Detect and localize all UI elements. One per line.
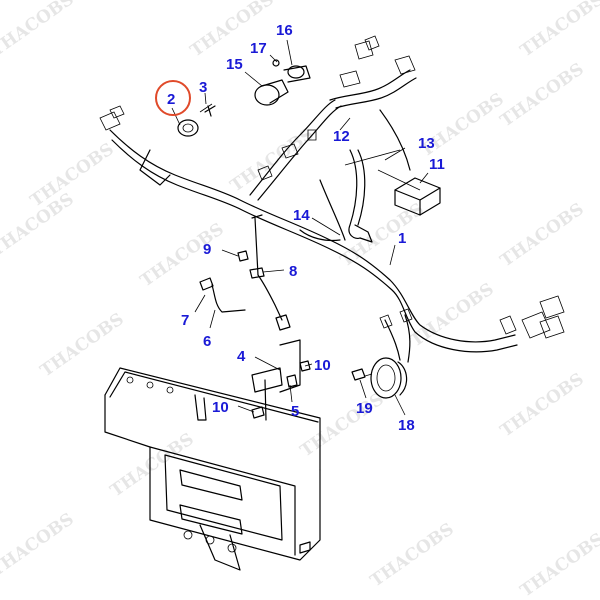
callout-5: 5 <box>291 403 299 420</box>
watermark: THACOBS <box>107 429 198 501</box>
callout-11: 11 <box>429 156 445 173</box>
callout-12: 12 <box>333 128 350 145</box>
watermark: THACOBS <box>517 529 600 600</box>
upper-components <box>177 59 311 137</box>
callout-8: 8 <box>289 263 297 280</box>
main-harness <box>99 35 565 363</box>
callout-1: 1 <box>398 230 406 247</box>
callout-4: 4 <box>237 348 246 365</box>
callout-10: 10 <box>314 357 331 374</box>
watermark: THACOBS <box>227 124 318 196</box>
callout-13: 13 <box>418 135 435 152</box>
watermark: THACOBS <box>367 519 458 591</box>
watermark: THACOBS <box>37 309 128 381</box>
watermark: THACOBS <box>497 199 588 271</box>
mounting-panel <box>104 367 321 571</box>
watermark: THACOBS <box>407 279 498 351</box>
callout-9: 9 <box>203 241 211 258</box>
leader-lines <box>171 39 429 416</box>
horn-assembly <box>351 357 408 399</box>
callout-17: 17 <box>250 40 267 57</box>
callout-6: 6 <box>203 333 211 350</box>
callout-7: 7 <box>181 312 189 329</box>
watermark: THACOBS <box>517 0 600 61</box>
callout-10: 10 <box>212 399 229 416</box>
watermark: THACOBS <box>497 369 588 441</box>
mounting-brackets <box>199 214 311 421</box>
watermark: THACOBS <box>297 389 388 461</box>
highlight-circle <box>155 80 191 116</box>
watermark: THACOBS <box>497 59 588 131</box>
callout-19: 19 <box>356 400 373 417</box>
watermark: THACOBS <box>0 0 78 61</box>
watermark: THACOBS <box>0 509 78 581</box>
callout-16: 16 <box>276 22 293 39</box>
callout-14: 14 <box>293 207 310 224</box>
callout-15: 15 <box>226 56 243 73</box>
callout-labels: 1 2 3 4 5 6 7 8 9 10 10 11 12 13 14 15 1… <box>167 22 445 434</box>
callout-3: 3 <box>199 79 207 96</box>
relay-bracket <box>344 149 441 243</box>
callout-18: 18 <box>398 417 415 434</box>
watermark: THACOBS <box>137 219 228 291</box>
callout-2: 2 <box>167 91 175 108</box>
